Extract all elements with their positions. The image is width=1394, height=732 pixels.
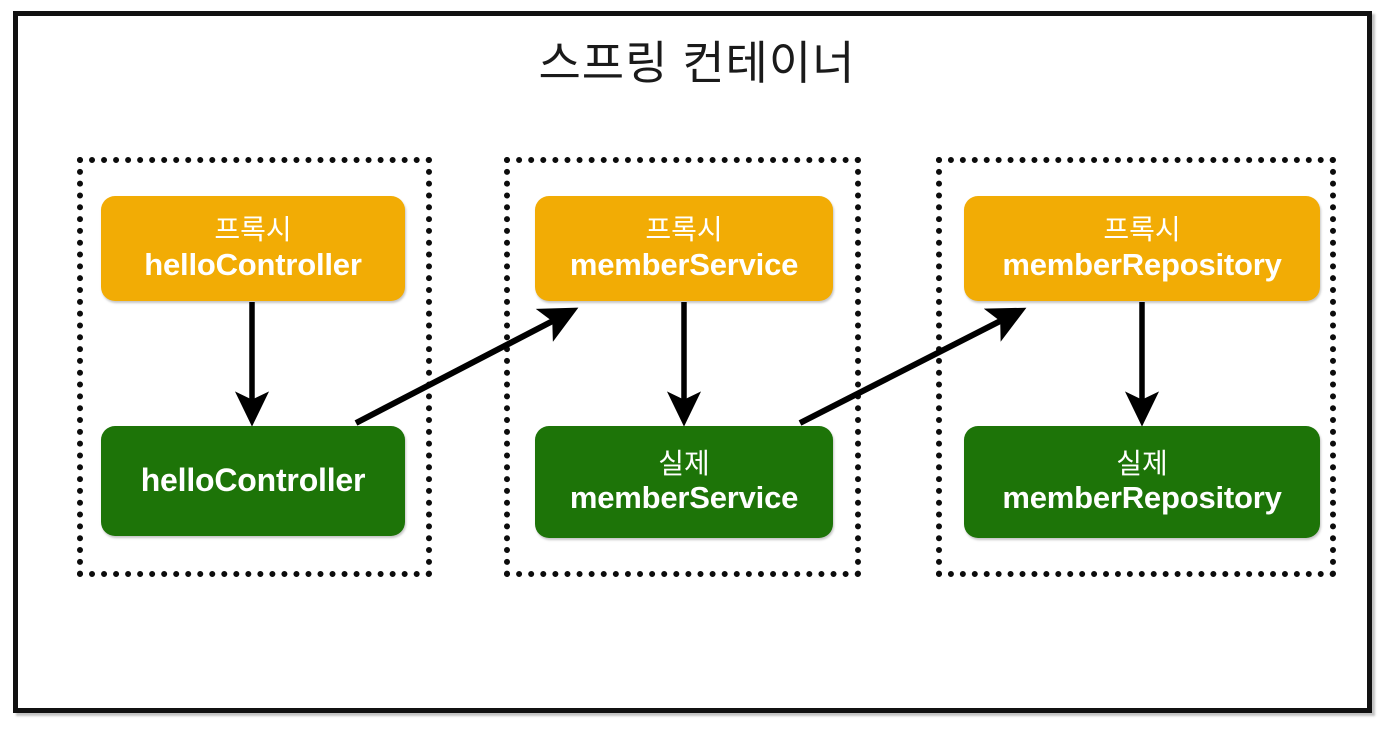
proxy-hello-controller-name: helloController xyxy=(144,246,362,282)
proxy-hello-controller-kicker: 프록시 xyxy=(214,214,292,246)
page-title: 스프링 컨테이너 xyxy=(538,37,856,89)
spring-container-frame xyxy=(13,11,1372,713)
proxy-member-service-kicker: 프록시 xyxy=(645,214,723,246)
real-member-repository-box[interactable]: 실제 memberRepository xyxy=(964,426,1320,538)
real-member-repository-kicker: 실제 xyxy=(1116,447,1168,479)
proxy-hello-controller-box[interactable]: 프록시 helloController xyxy=(101,196,405,301)
real-member-service-name: memberService xyxy=(569,480,799,516)
real-hello-controller-name: helloController xyxy=(140,462,366,499)
proxy-member-repository-name: memberRepository xyxy=(1002,246,1282,282)
proxy-member-service-name: memberService xyxy=(569,246,799,282)
real-member-service-box[interactable]: 실제 memberService xyxy=(535,426,833,538)
real-member-service-kicker: 실제 xyxy=(658,447,710,479)
real-hello-controller-box[interactable]: helloController xyxy=(101,426,405,536)
proxy-member-repository-box[interactable]: 프록시 memberRepository xyxy=(964,196,1320,301)
real-member-repository-name: memberRepository xyxy=(1002,480,1282,516)
proxy-member-repository-kicker: 프록시 xyxy=(1103,214,1181,246)
proxy-member-service-box[interactable]: 프록시 memberService xyxy=(535,196,833,301)
